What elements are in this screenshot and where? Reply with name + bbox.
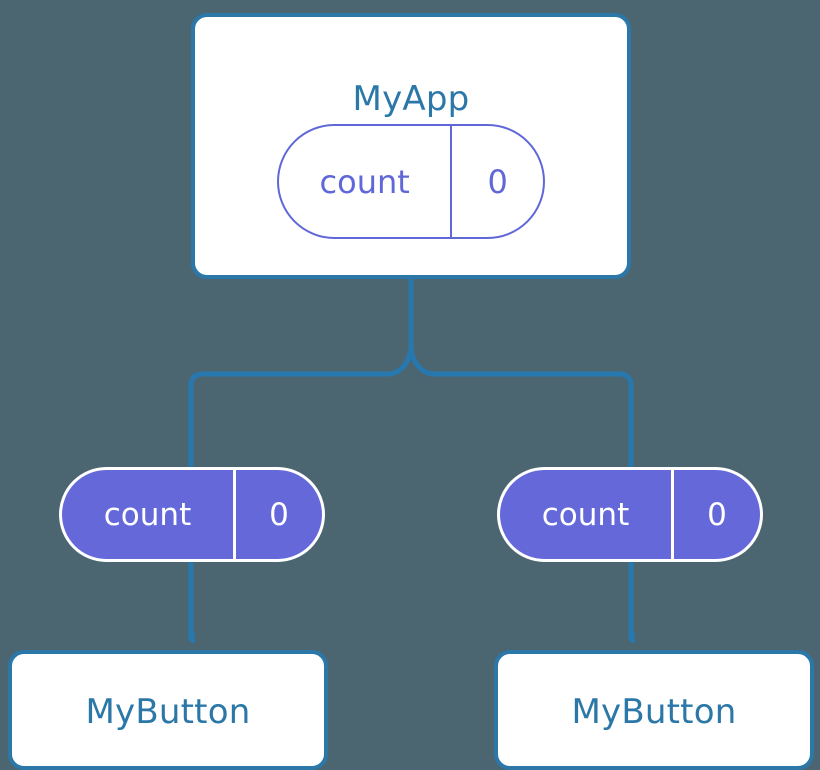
component-node-mybutton-left[interactable]: MyButton	[8, 650, 328, 770]
prop-pill-key: count	[62, 470, 236, 559]
prop-pill-right-count[interactable]: count 0	[497, 467, 763, 562]
prop-pill-value: 0	[269, 496, 289, 533]
wire-split-to-left	[188, 346, 414, 470]
component-label-mybutton-left: MyButton	[85, 692, 251, 732]
component-label-mybutton-right: MyButton	[571, 692, 737, 732]
prop-pill-key: count	[500, 470, 674, 559]
component-label-myapp: MyApp	[352, 79, 470, 119]
state-pill-myapp-count[interactable]: count 0	[277, 124, 545, 239]
state-pill-value: 0	[487, 162, 508, 201]
state-pill-key: count	[279, 126, 453, 237]
prop-pill-left-count[interactable]: count 0	[59, 467, 325, 562]
component-node-mybutton-right[interactable]: MyButton	[494, 650, 814, 770]
wire-split-to-right	[408, 346, 634, 470]
prop-pill-value: 0	[707, 496, 727, 533]
